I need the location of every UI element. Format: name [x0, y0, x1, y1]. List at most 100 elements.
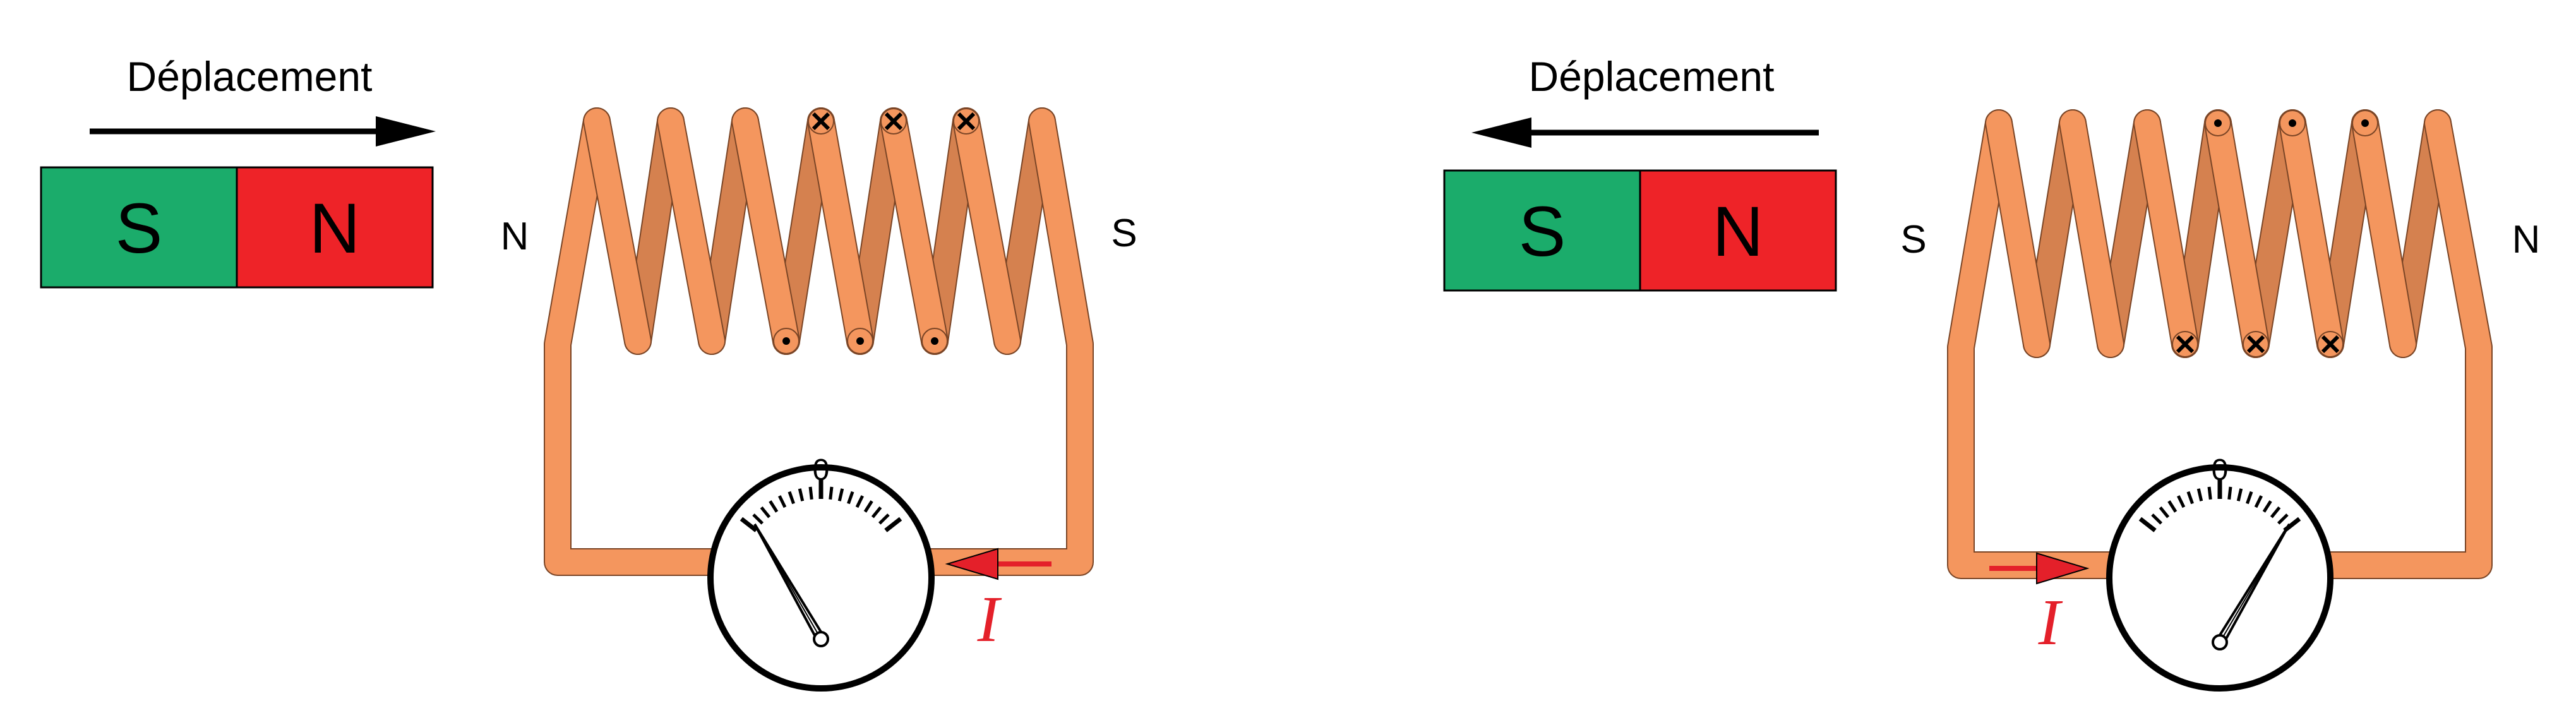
- left-magnet-north: [236, 166, 434, 289]
- left-magnet-north-label: N: [309, 189, 361, 268]
- right-coil-front-turn-3: [2133, 109, 2199, 358]
- right-magnet-north-label: N: [1713, 192, 1764, 271]
- left-coil-bottom-ring-4: [847, 328, 873, 354]
- left-scale-tick-6: [788, 491, 795, 505]
- left-scale-tick-2: [752, 513, 764, 525]
- right-panel: Déplacement S N S N 0 I: [1443, 53, 2541, 692]
- left-scale-tick-4: [769, 500, 779, 513]
- left-coil-front-turn-6: [952, 107, 1021, 355]
- left-coil-top-cross-5: [884, 112, 903, 131]
- right-scale-tick-13: [2254, 495, 2263, 508]
- left-coil-pole-left: N: [501, 215, 529, 258]
- right-coil-top-ring-5: [2279, 110, 2306, 136]
- right-scale-tick-11: [2236, 488, 2243, 501]
- right-scale-tick-4: [2167, 500, 2178, 513]
- right-scale-tick-1: [2138, 517, 2157, 532]
- left-scale-tick-8: [808, 486, 813, 500]
- left-meter-scale: [740, 480, 902, 532]
- left-coil-top-ring-4: [808, 108, 834, 135]
- left-galvanometer: 0: [707, 453, 935, 692]
- left-meter-zero: 0: [813, 453, 830, 487]
- right-scale-tick-7: [2196, 488, 2203, 501]
- right-motion-arrow: [1471, 117, 1819, 148]
- right-galvanometer: 0: [2106, 453, 2333, 692]
- right-magnet-north: [1639, 169, 1837, 292]
- right-scale-tick-5: [2176, 495, 2186, 508]
- right-current-label: I: [2038, 586, 2063, 659]
- right-magnet-south-label: S: [1519, 192, 1566, 271]
- left-coil-bottom-ring-5: [921, 328, 948, 354]
- right-scale-tick-14: [2262, 500, 2272, 513]
- left-scale-tick-12: [847, 491, 854, 505]
- left-scale-tick-7: [798, 488, 805, 501]
- left-coil-bottom-dot-4: [856, 337, 864, 345]
- left-coil-bottom-dot-3: [782, 337, 790, 345]
- left-scale-tick-14: [863, 500, 873, 513]
- left-coil-bottom-ring-3: [773, 328, 800, 354]
- right-scale-tick-3: [2159, 506, 2170, 518]
- left-current-arrow-head: [945, 548, 998, 580]
- left-needle-pivot: [813, 631, 829, 647]
- left-scale-tick-17: [884, 517, 902, 532]
- right-coil-front-turn-6: [2351, 109, 2417, 358]
- right-needle-center-line: [2219, 524, 2290, 643]
- right-coil-bottom-cross-5: [2321, 335, 2340, 354]
- right-scale-tick-16: [2277, 513, 2289, 525]
- left-current-label: I: [977, 583, 1002, 656]
- right-coil-bottom-ring-3: [2172, 331, 2198, 357]
- left-scale-tick-3: [760, 506, 771, 518]
- right-coil-top-dot-5: [2289, 119, 2296, 127]
- left-scale-tick-13: [855, 495, 865, 508]
- right-coil-front-turn-4: [2204, 109, 2270, 358]
- left-coil-top-cross-4: [812, 112, 830, 131]
- left-scale-tick-5: [777, 495, 787, 508]
- right-coil-front-turn-2: [2059, 109, 2124, 358]
- left-magnet-south: [40, 166, 238, 289]
- right-needle-pivot: [2212, 634, 2228, 650]
- left-coil-bottom-dot-5: [931, 337, 938, 345]
- right-coil-top-dot-6: [2361, 119, 2369, 127]
- left-scale-tick-16: [878, 513, 890, 525]
- left-meter-needle: [753, 523, 829, 647]
- right-coil-bottom-cross-4: [2246, 335, 2265, 354]
- right-coil-pole-right: N: [2512, 218, 2541, 261]
- left-motion-label: Déplacement: [127, 53, 373, 100]
- right-coil-pole-left: S: [1900, 218, 1926, 261]
- right-scale-tick-15: [2270, 506, 2281, 518]
- right-coil-top-ring-4: [2205, 110, 2231, 136]
- right-magnet: S N: [1443, 169, 1837, 292]
- right-coil-front-turn-1: [1985, 109, 2051, 358]
- left-scale-tick-11: [837, 488, 844, 501]
- right-coil-top-ring-6: [2352, 110, 2378, 136]
- left-coil-front-turn-2: [657, 107, 726, 355]
- right-magnet-south: [1443, 169, 1641, 292]
- right-current-arrow-head: [2036, 552, 2090, 585]
- left-coil-front-turn-3: [731, 107, 800, 355]
- right-meter-zero: 0: [2212, 453, 2229, 487]
- left-motion-arrow: [90, 116, 436, 147]
- right-scale-tick-8: [2207, 486, 2212, 500]
- right-motion-label: Déplacement: [1529, 53, 1775, 100]
- left-coil-pole-right: S: [1111, 212, 1137, 255]
- right-coil-bottom-ring-5: [2317, 331, 2344, 357]
- right-coil-front-turn-5: [2279, 109, 2344, 358]
- right-scale-tick-2: [2151, 513, 2163, 525]
- left-coil-top-ring-6: [953, 108, 979, 135]
- left-coil-front-turn-1: [583, 107, 652, 355]
- left-needle-center-line: [754, 524, 822, 640]
- right-coil-bottom-ring-4: [2243, 331, 2269, 357]
- right-meter-needle: [2212, 523, 2291, 650]
- right-scale-tick-10: [2227, 486, 2232, 500]
- left-coil: [544, 107, 1094, 576]
- left-coil-front-turn-4: [807, 107, 874, 355]
- right-coil-top-dot-4: [2214, 119, 2222, 127]
- left-coil-front-turn-5: [880, 107, 949, 355]
- left-scale-tick-15: [871, 506, 882, 518]
- left-panel: Déplacement S N N S 0 I: [40, 53, 1137, 692]
- left-coil-top-cross-6: [957, 112, 976, 131]
- left-coil-top-ring-5: [880, 108, 907, 135]
- left-scale-tick-10: [829, 486, 834, 500]
- right-scale-tick-6: [2186, 491, 2194, 505]
- left-magnet-south-label: S: [116, 189, 163, 268]
